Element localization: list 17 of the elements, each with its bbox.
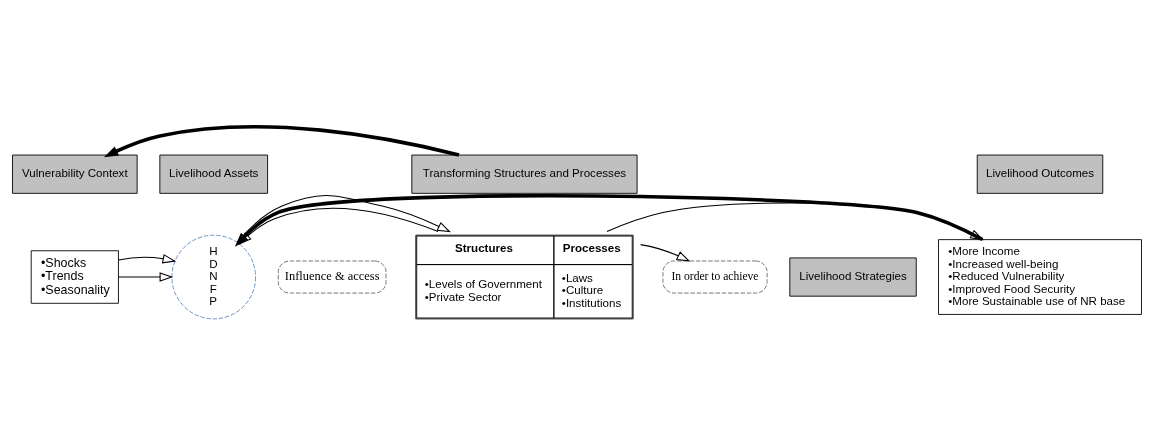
node-box: •More Income •Increased well-being •Reduced Vulnerability •Improved Food Security •More Sustainable use of NR base	[938, 238, 1142, 315]
arrow	[238, 207, 439, 245]
arrow	[117, 253, 177, 263]
arrow	[640, 243, 691, 262]
node-box: Vulnerability Context	[12, 154, 138, 194]
node-box: Livelihood Strategies	[789, 256, 917, 297]
node-box: Livelihood Assets	[159, 154, 269, 194]
arrow	[236, 194, 451, 243]
arrow	[234, 193, 984, 247]
node-box: Influence & access	[277, 260, 387, 293]
node-box: In order to achieve	[662, 260, 768, 293]
arrow	[104, 124, 460, 157]
arrow	[606, 201, 984, 240]
node-box: Transforming Structures and Processes	[411, 154, 638, 194]
node-box: Livelihood Outcomes	[976, 154, 1104, 194]
arrow	[117, 271, 174, 282]
node-box: •Shocks •Trends •Seasonality	[30, 249, 119, 304]
